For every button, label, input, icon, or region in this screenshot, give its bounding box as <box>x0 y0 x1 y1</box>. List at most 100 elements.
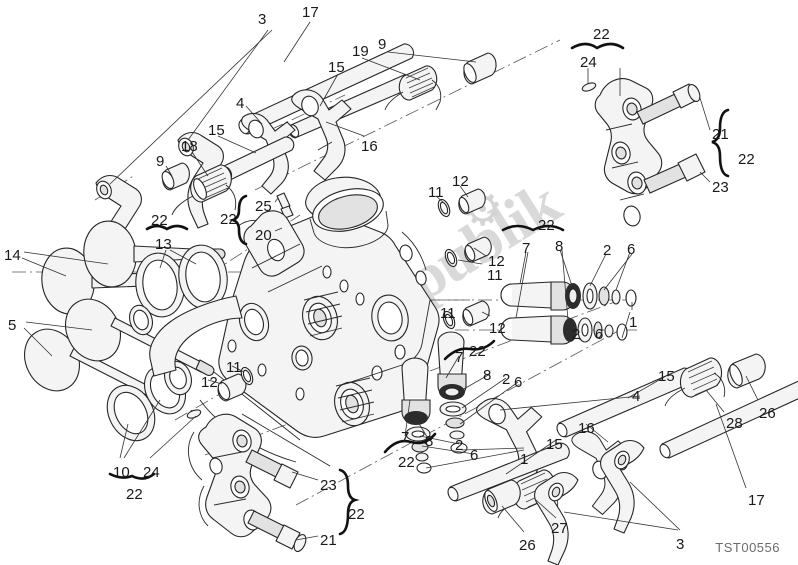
part-3-fork-br-b <box>534 471 579 565</box>
part-21-bolt-bl <box>247 510 307 553</box>
callout-22-mid: 22 <box>538 217 555 234</box>
callout-22-lo-l: 22 <box>126 486 143 503</box>
part-17-shaft-br <box>659 380 798 459</box>
callout-24-top-r: 24 <box>580 54 597 71</box>
part-12-cap-d <box>217 373 247 402</box>
part-24-washer-bl <box>186 409 202 419</box>
leader-lines <box>21 21 759 541</box>
callout-12-a: 12 <box>452 173 469 190</box>
callout-26-bm: 26 <box>519 537 536 554</box>
callout-15-br: 15 <box>658 368 675 385</box>
callout-6-lo-b: 6 <box>470 447 479 464</box>
head-valve-bosses <box>302 291 375 427</box>
callout-6-top: 6 <box>627 241 636 258</box>
part-code-label: TST00556 <box>715 540 780 555</box>
callout-2-lo-b: 2 <box>455 437 464 454</box>
callout-9-top: 9 <box>378 36 387 53</box>
callout-15-bm: 15 <box>546 436 563 453</box>
callout-21-r: 21 <box>712 126 729 143</box>
callout-8-lo-b: 8 <box>425 433 434 450</box>
callout-21-lo: 21 <box>320 532 337 549</box>
part-stack-upper-7862 <box>500 281 637 311</box>
brace-marks <box>108 42 730 536</box>
callout-3-br: 3 <box>676 536 685 553</box>
callout-22-lo-b: 22 <box>398 454 415 471</box>
callout-17-br: 17 <box>748 492 765 509</box>
callout-25: 25 <box>255 198 272 215</box>
part-17-shaft-top <box>238 43 415 135</box>
part-28-spring-br <box>664 357 726 407</box>
part-9-bush-top <box>463 52 497 85</box>
callout-7-lo-b: 7 <box>401 429 410 446</box>
bracket-bottom-left <box>186 409 307 553</box>
part-18-spring-left <box>171 164 237 216</box>
part-23-bolt-bl <box>245 449 299 489</box>
part-26-bush-br <box>727 353 766 389</box>
callout-16-br: 16 <box>578 420 595 437</box>
callout-22-ring: 22 <box>151 212 168 229</box>
part-5-valve-b <box>65 298 215 376</box>
callout-20: 20 <box>255 227 272 244</box>
callout-5: 5 <box>8 317 17 334</box>
callout-22-2025: 22 <box>220 211 237 228</box>
part-16-fork-right <box>291 89 352 181</box>
callout-10: 10 <box>113 464 130 481</box>
callout-2-top: 2 <box>603 242 612 259</box>
part-13-ring-a <box>135 252 185 318</box>
cylinder-head-body <box>129 176 440 467</box>
callout-18: 18 <box>181 138 198 155</box>
part-11-washer-b <box>444 248 458 268</box>
part-4-fork-left <box>241 112 296 195</box>
callout-1-lo: 1 <box>520 451 529 468</box>
part-stack-lower-a <box>437 331 468 454</box>
callout-13: 13 <box>155 236 172 253</box>
callout-22-top-r: 22 <box>593 26 610 43</box>
part-24-washer-tr <box>581 82 597 92</box>
callout-6-lo-a: 6 <box>514 374 523 391</box>
callout-4-br: 4 <box>632 388 641 405</box>
callout-22-right: 22 <box>738 151 755 168</box>
part-23-bolt-tr <box>643 153 706 194</box>
part-12-cap-b <box>464 236 492 263</box>
part-3-fork-br-a <box>600 439 645 534</box>
callout-23-lo: 23 <box>320 477 337 494</box>
callout-14: 14 <box>4 247 21 264</box>
callout-4-top: 4 <box>236 95 245 112</box>
callout-11-c: 11 <box>440 305 456 322</box>
part-stack-upper2-7862 <box>500 315 628 345</box>
callout-12-c: 12 <box>489 320 506 337</box>
bracket-top-right <box>581 78 706 227</box>
callout-16: 16 <box>361 138 378 155</box>
callout-12-d: 12 <box>201 374 218 391</box>
callout-27: 27 <box>551 520 568 537</box>
callout-19: 19 <box>352 43 369 60</box>
callout-22-lo-a: 22 <box>469 343 486 360</box>
part-19-spring-top <box>384 65 442 111</box>
part-12-cap-c <box>462 300 490 327</box>
callout-6-left: 6 <box>595 326 604 343</box>
part-stack-lower-b <box>401 357 432 474</box>
callout-17-top: 17 <box>302 4 319 21</box>
callout-9-left: 9 <box>156 153 165 170</box>
callout-7-lo-a: 7 <box>455 349 464 366</box>
callout-23-r: 23 <box>712 179 729 196</box>
part-21-bolt-tr <box>636 83 701 125</box>
callout-22-lo-r: 22 <box>348 506 365 523</box>
callout-24-lo: 24 <box>143 464 160 481</box>
callout-8-top: 8 <box>555 238 564 255</box>
callout-26-br: 26 <box>759 405 776 422</box>
callout-11-d: 11 <box>226 359 242 376</box>
callout-15-left: 15 <box>208 122 225 139</box>
part-12-cap-a <box>458 188 486 215</box>
callout-11-b: 11 <box>487 267 503 284</box>
callout-8-lo-a: 8 <box>483 367 492 384</box>
callout-11-a: 11 <box>428 184 444 201</box>
callout-15-top: 15 <box>328 59 345 76</box>
callout-2-left: 2 <box>572 326 581 343</box>
part-26-bush-bm <box>482 479 521 515</box>
part-9-bush-left <box>161 162 190 191</box>
callout-3-top: 3 <box>258 11 267 28</box>
head-bolt-holes <box>227 244 427 401</box>
